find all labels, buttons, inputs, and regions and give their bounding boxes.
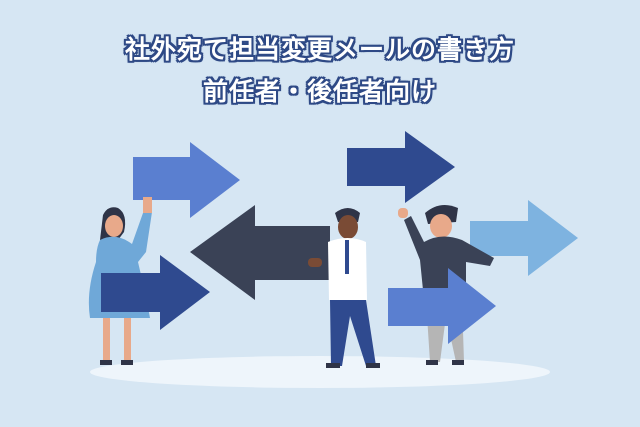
arrow-right-icon xyxy=(133,142,240,218)
man-figure xyxy=(308,208,380,368)
arrow-right-icon xyxy=(101,255,210,330)
title-line-1: 社外宛て担当変更メールの書き方 xyxy=(124,35,515,64)
arrow-right-icon xyxy=(347,131,455,203)
ground-shadow xyxy=(90,356,550,388)
title-line-2: 前任者・後任者向け xyxy=(202,77,437,106)
arrow-left-icon xyxy=(190,205,330,300)
arrow-right-icon xyxy=(470,200,578,276)
arrow-right-icon xyxy=(388,268,496,344)
